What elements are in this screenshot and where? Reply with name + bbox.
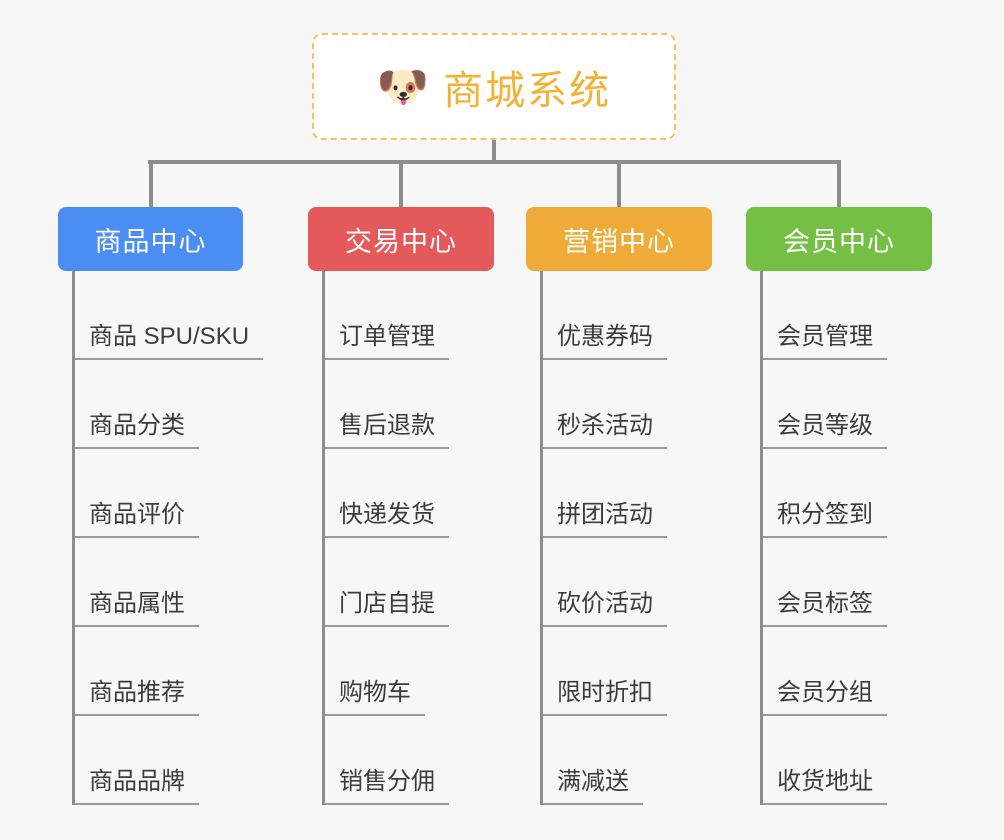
column-member-center: 会员中心会员管理会员等级积分签到会员标签会员分组收货地址	[746, 207, 932, 805]
leaf-item-label: 拼团活动	[543, 500, 667, 538]
leaf-item[interactable]: 快递发货	[325, 449, 494, 538]
leaf-item[interactable]: 购物车	[325, 627, 494, 716]
leaf-item[interactable]: 销售分佣	[325, 716, 494, 805]
leaf-item-label: 购物车	[325, 678, 425, 716]
leaf-item-label: 商品 SPU/SKU	[75, 322, 264, 360]
leaf-item-label: 优惠券码	[543, 322, 667, 360]
branch-spine-product-center: 商品 SPU/SKU 商品分类商品评价商品属性商品推荐商品品牌	[72, 271, 264, 805]
leaf-item[interactable]: 商品推荐	[75, 627, 243, 716]
leaf-item[interactable]: 满减送	[543, 716, 712, 805]
leaf-item-label: 订单管理	[325, 322, 449, 360]
leaf-item-label: 会员标签	[763, 589, 887, 627]
leaf-item[interactable]: 拼团活动	[543, 449, 712, 538]
leaf-item-label: 满减送	[543, 767, 643, 805]
leaf-item-label: 售后退款	[325, 411, 449, 449]
column-trade-center: 交易中心订单管理售后退款快递发货门店自提购物车销售分佣	[308, 207, 494, 805]
category-box-marketing-center[interactable]: 营销中心	[526, 207, 712, 271]
leaf-item[interactable]: 积分签到	[763, 449, 932, 538]
category-box-trade-center[interactable]: 交易中心	[308, 207, 494, 271]
branch-spine-trade-center: 订单管理售后退款快递发货门店自提购物车销售分佣	[322, 271, 494, 805]
category-label-marketing-center: 营销中心	[563, 226, 675, 257]
leaf-item[interactable]: 限时折扣	[543, 627, 712, 716]
leaf-item[interactable]: 订单管理	[325, 271, 494, 360]
branch-spine-marketing-center: 优惠券码秒杀活动拼团活动砍价活动限时折扣满减送	[540, 271, 712, 805]
connector-drop-member-center	[837, 160, 841, 207]
leaf-item-label: 会员分组	[763, 678, 887, 716]
leaf-item[interactable]: 商品品牌	[75, 716, 243, 805]
connector-drop-marketing-center	[617, 160, 621, 207]
leaf-item[interactable]: 会员等级	[763, 360, 932, 449]
leaf-item-label: 秒杀活动	[543, 411, 667, 449]
category-label-trade-center: 交易中心	[345, 226, 457, 257]
leaf-item-label: 销售分佣	[325, 767, 449, 805]
branch-spine-member-center: 会员管理会员等级积分签到会员标签会员分组收货地址	[760, 271, 932, 805]
leaf-item-label: 收货地址	[763, 767, 887, 805]
category-box-product-center[interactable]: 商品中心	[58, 207, 243, 271]
leaf-item-label: 商品分类	[75, 411, 199, 449]
leaf-item-label: 商品属性	[75, 589, 199, 627]
column-product-center: 商品中心商品 SPU/SKU 商品分类商品评价商品属性商品推荐商品品牌	[58, 207, 264, 805]
connector-drop-product-center	[148, 160, 153, 207]
root-node-label: 商城系统	[443, 68, 612, 113]
leaf-item-label: 会员等级	[763, 411, 887, 449]
leaf-item[interactable]: 砍价活动	[543, 538, 712, 627]
connector-root-stem	[492, 140, 496, 162]
leaf-item-label: 商品品牌	[75, 767, 199, 805]
column-marketing-center: 营销中心优惠券码秒杀活动拼团活动砍价活动限时折扣满减送	[526, 207, 712, 805]
leaf-item[interactable]: 收货地址	[763, 716, 932, 805]
leaf-item-label: 砍价活动	[543, 589, 667, 627]
leaf-item-label: 限时折扣	[543, 678, 667, 716]
leaf-item[interactable]: 门店自提	[325, 538, 494, 627]
leaf-item[interactable]: 优惠券码	[543, 271, 712, 360]
leaf-item[interactable]: 秒杀活动	[543, 360, 712, 449]
connector-drop-trade-center	[399, 160, 403, 207]
root-node-shop-system[interactable]: 🐶 商城系统	[312, 33, 676, 140]
leaf-item[interactable]: 商品评价	[75, 449, 243, 538]
leaf-item[interactable]: 会员标签	[763, 538, 932, 627]
leaf-item-label: 商品推荐	[75, 678, 199, 716]
leaf-item[interactable]: 商品分类	[75, 360, 243, 449]
category-box-member-center[interactable]: 会员中心	[746, 207, 932, 271]
leaf-item-label: 会员管理	[763, 322, 887, 360]
leaf-item-label: 积分签到	[763, 500, 887, 538]
leaf-item[interactable]: 商品属性	[75, 538, 243, 627]
leaf-item-label: 商品评价	[75, 500, 199, 538]
leaf-item[interactable]: 售后退款	[325, 360, 494, 449]
leaf-item[interactable]: 会员分组	[763, 627, 932, 716]
leaf-item-label: 快递发货	[325, 500, 449, 538]
category-label-member-center: 会员中心	[783, 226, 895, 257]
connector-horizontal-bus	[148, 160, 840, 164]
leaf-item[interactable]: 商品 SPU/SKU	[75, 271, 264, 360]
leaf-item[interactable]: 会员管理	[763, 271, 932, 360]
leaf-item-label: 门店自提	[325, 589, 449, 627]
category-label-product-center: 商品中心	[94, 226, 207, 257]
shiba-dog-icon: 🐶	[376, 62, 430, 110]
